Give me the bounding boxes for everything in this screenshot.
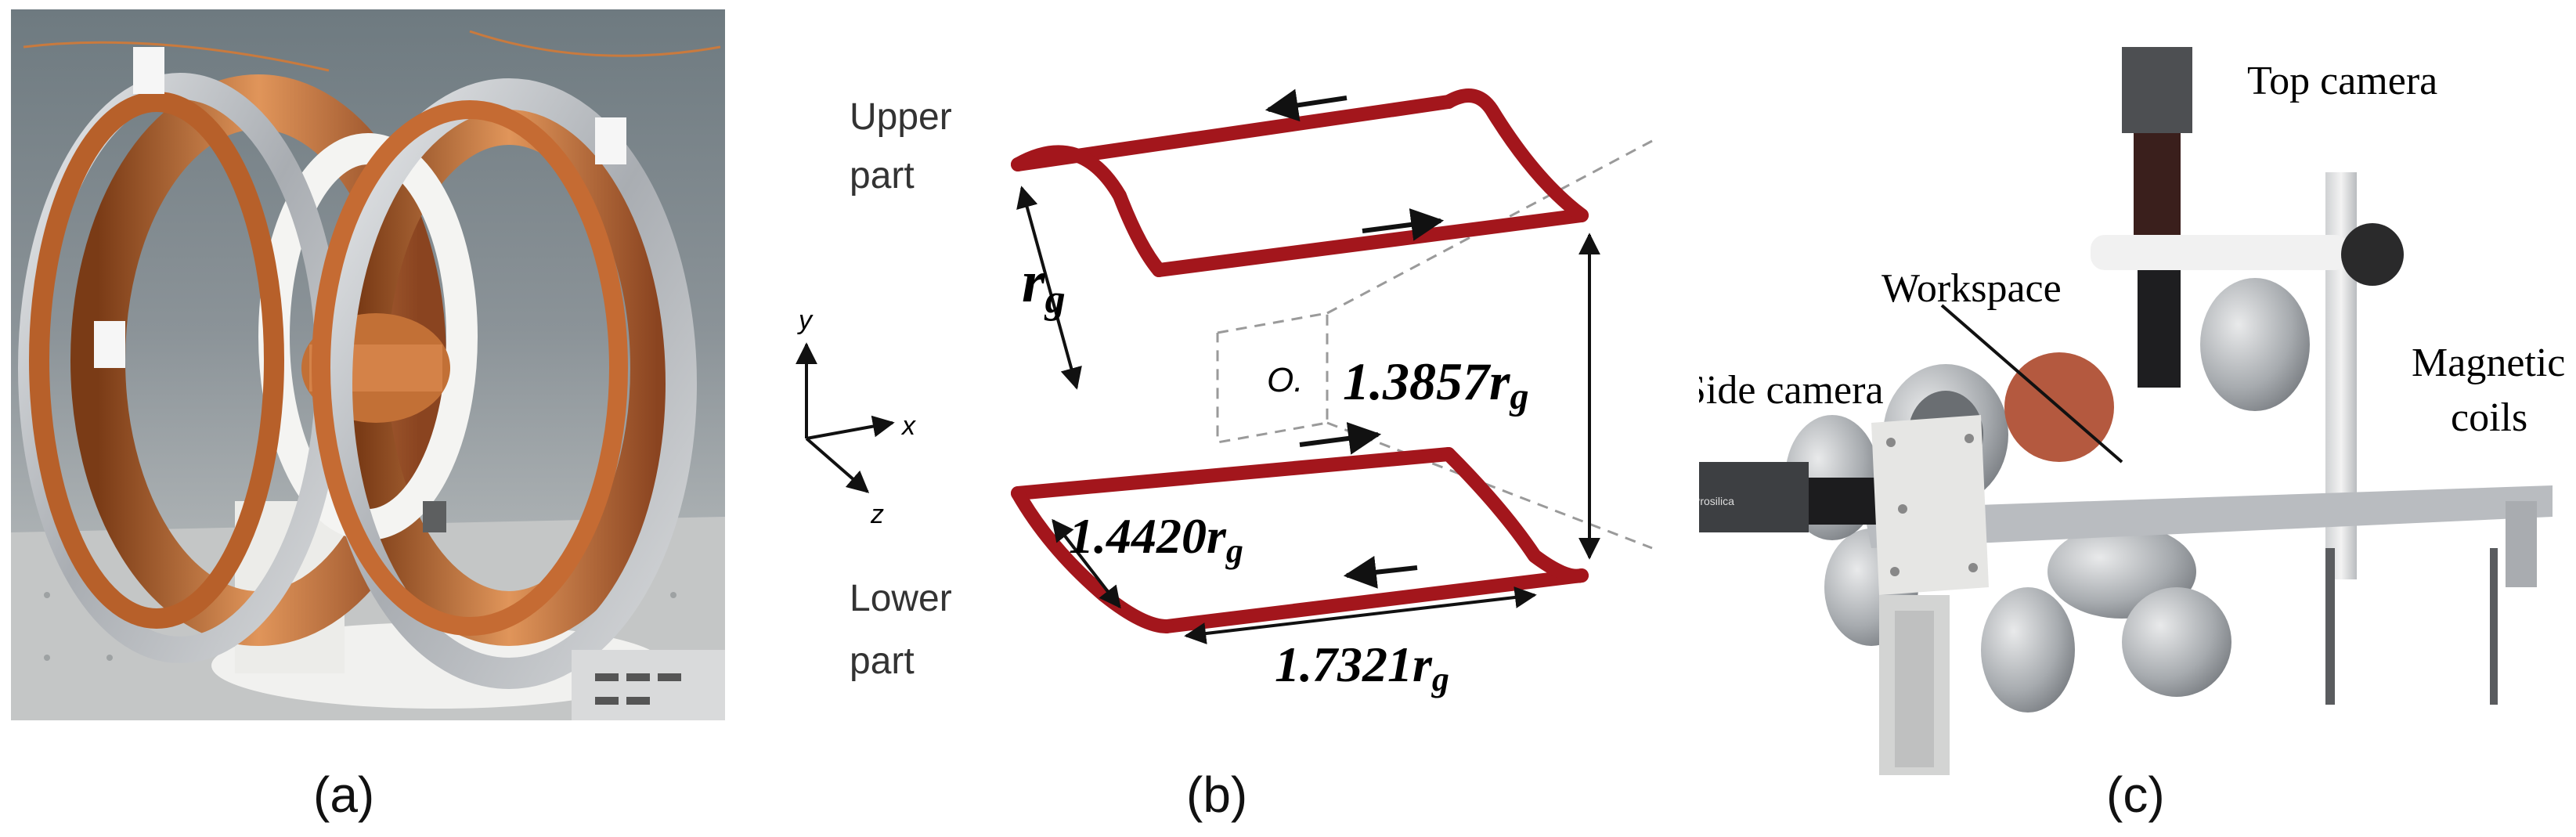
upper-part-label-1: Upper	[850, 96, 952, 138]
lower-part-label-1: Lower	[850, 578, 952, 619]
caption-c: (c)	[2106, 767, 2165, 823]
caption-a: (a)	[313, 767, 375, 823]
magnetic-coils-label-2: coils	[2451, 395, 2527, 440]
upper-coil	[1011, 88, 1589, 277]
workspace-pointer	[1940, 304, 2123, 464]
panel-a: (a)	[0, 0, 736, 837]
microscope-tube	[2138, 270, 2181, 388]
coil-system-photo: Prosilica Top camera Workspace Side came…	[1699, 47, 2565, 775]
coil-schematic: y x z Upper part Lower part rg O. 1.3857…	[796, 88, 1653, 698]
axis-x-label: x	[900, 411, 916, 441]
side-camera-body	[1699, 462, 1809, 532]
workspace-dashed-box	[1216, 139, 1653, 550]
current-arrows	[1265, 88, 1445, 589]
top-camera-lens	[2134, 133, 2181, 251]
panel-b: y x z Upper part Lower part rg O. 1.3857…	[752, 0, 1691, 837]
upper-part-label-2: part	[850, 155, 915, 197]
side-camera-mount	[1871, 415, 1989, 595]
side-camera-label: Side camera	[1699, 368, 1884, 413]
lower-part-label-2: part	[850, 640, 915, 682]
top-camera-label: Top camera	[2247, 59, 2437, 103]
height-dimension-label: 1.3857rg	[1343, 352, 1528, 417]
axis-y-label: y	[797, 305, 814, 335]
center-origin-label: O.	[1267, 361, 1303, 399]
horizontal-arm	[1863, 485, 2553, 548]
dimension-arrows	[1016, 186, 1600, 644]
width-dimension-label: 1.4420rg	[1069, 508, 1243, 570]
axes	[796, 342, 895, 493]
magnetic-coils-label-1: Magnetic	[2412, 341, 2565, 385]
camera-brand-text: Prosilica	[1699, 495, 1734, 507]
caption-b: (b)	[1186, 767, 1248, 823]
camera-bracket	[2091, 235, 2349, 270]
length-dimension-label: 1.7321rg	[1275, 637, 1449, 698]
panel-c: Prosilica Top camera Workspace Side came…	[1699, 0, 2576, 837]
radius-label: rg	[1022, 249, 1066, 322]
workspace-label: Workspace	[1881, 266, 2062, 311]
axis-z-label: z	[870, 500, 884, 529]
coil-photo	[11, 9, 725, 720]
top-camera-body	[2122, 47, 2192, 133]
